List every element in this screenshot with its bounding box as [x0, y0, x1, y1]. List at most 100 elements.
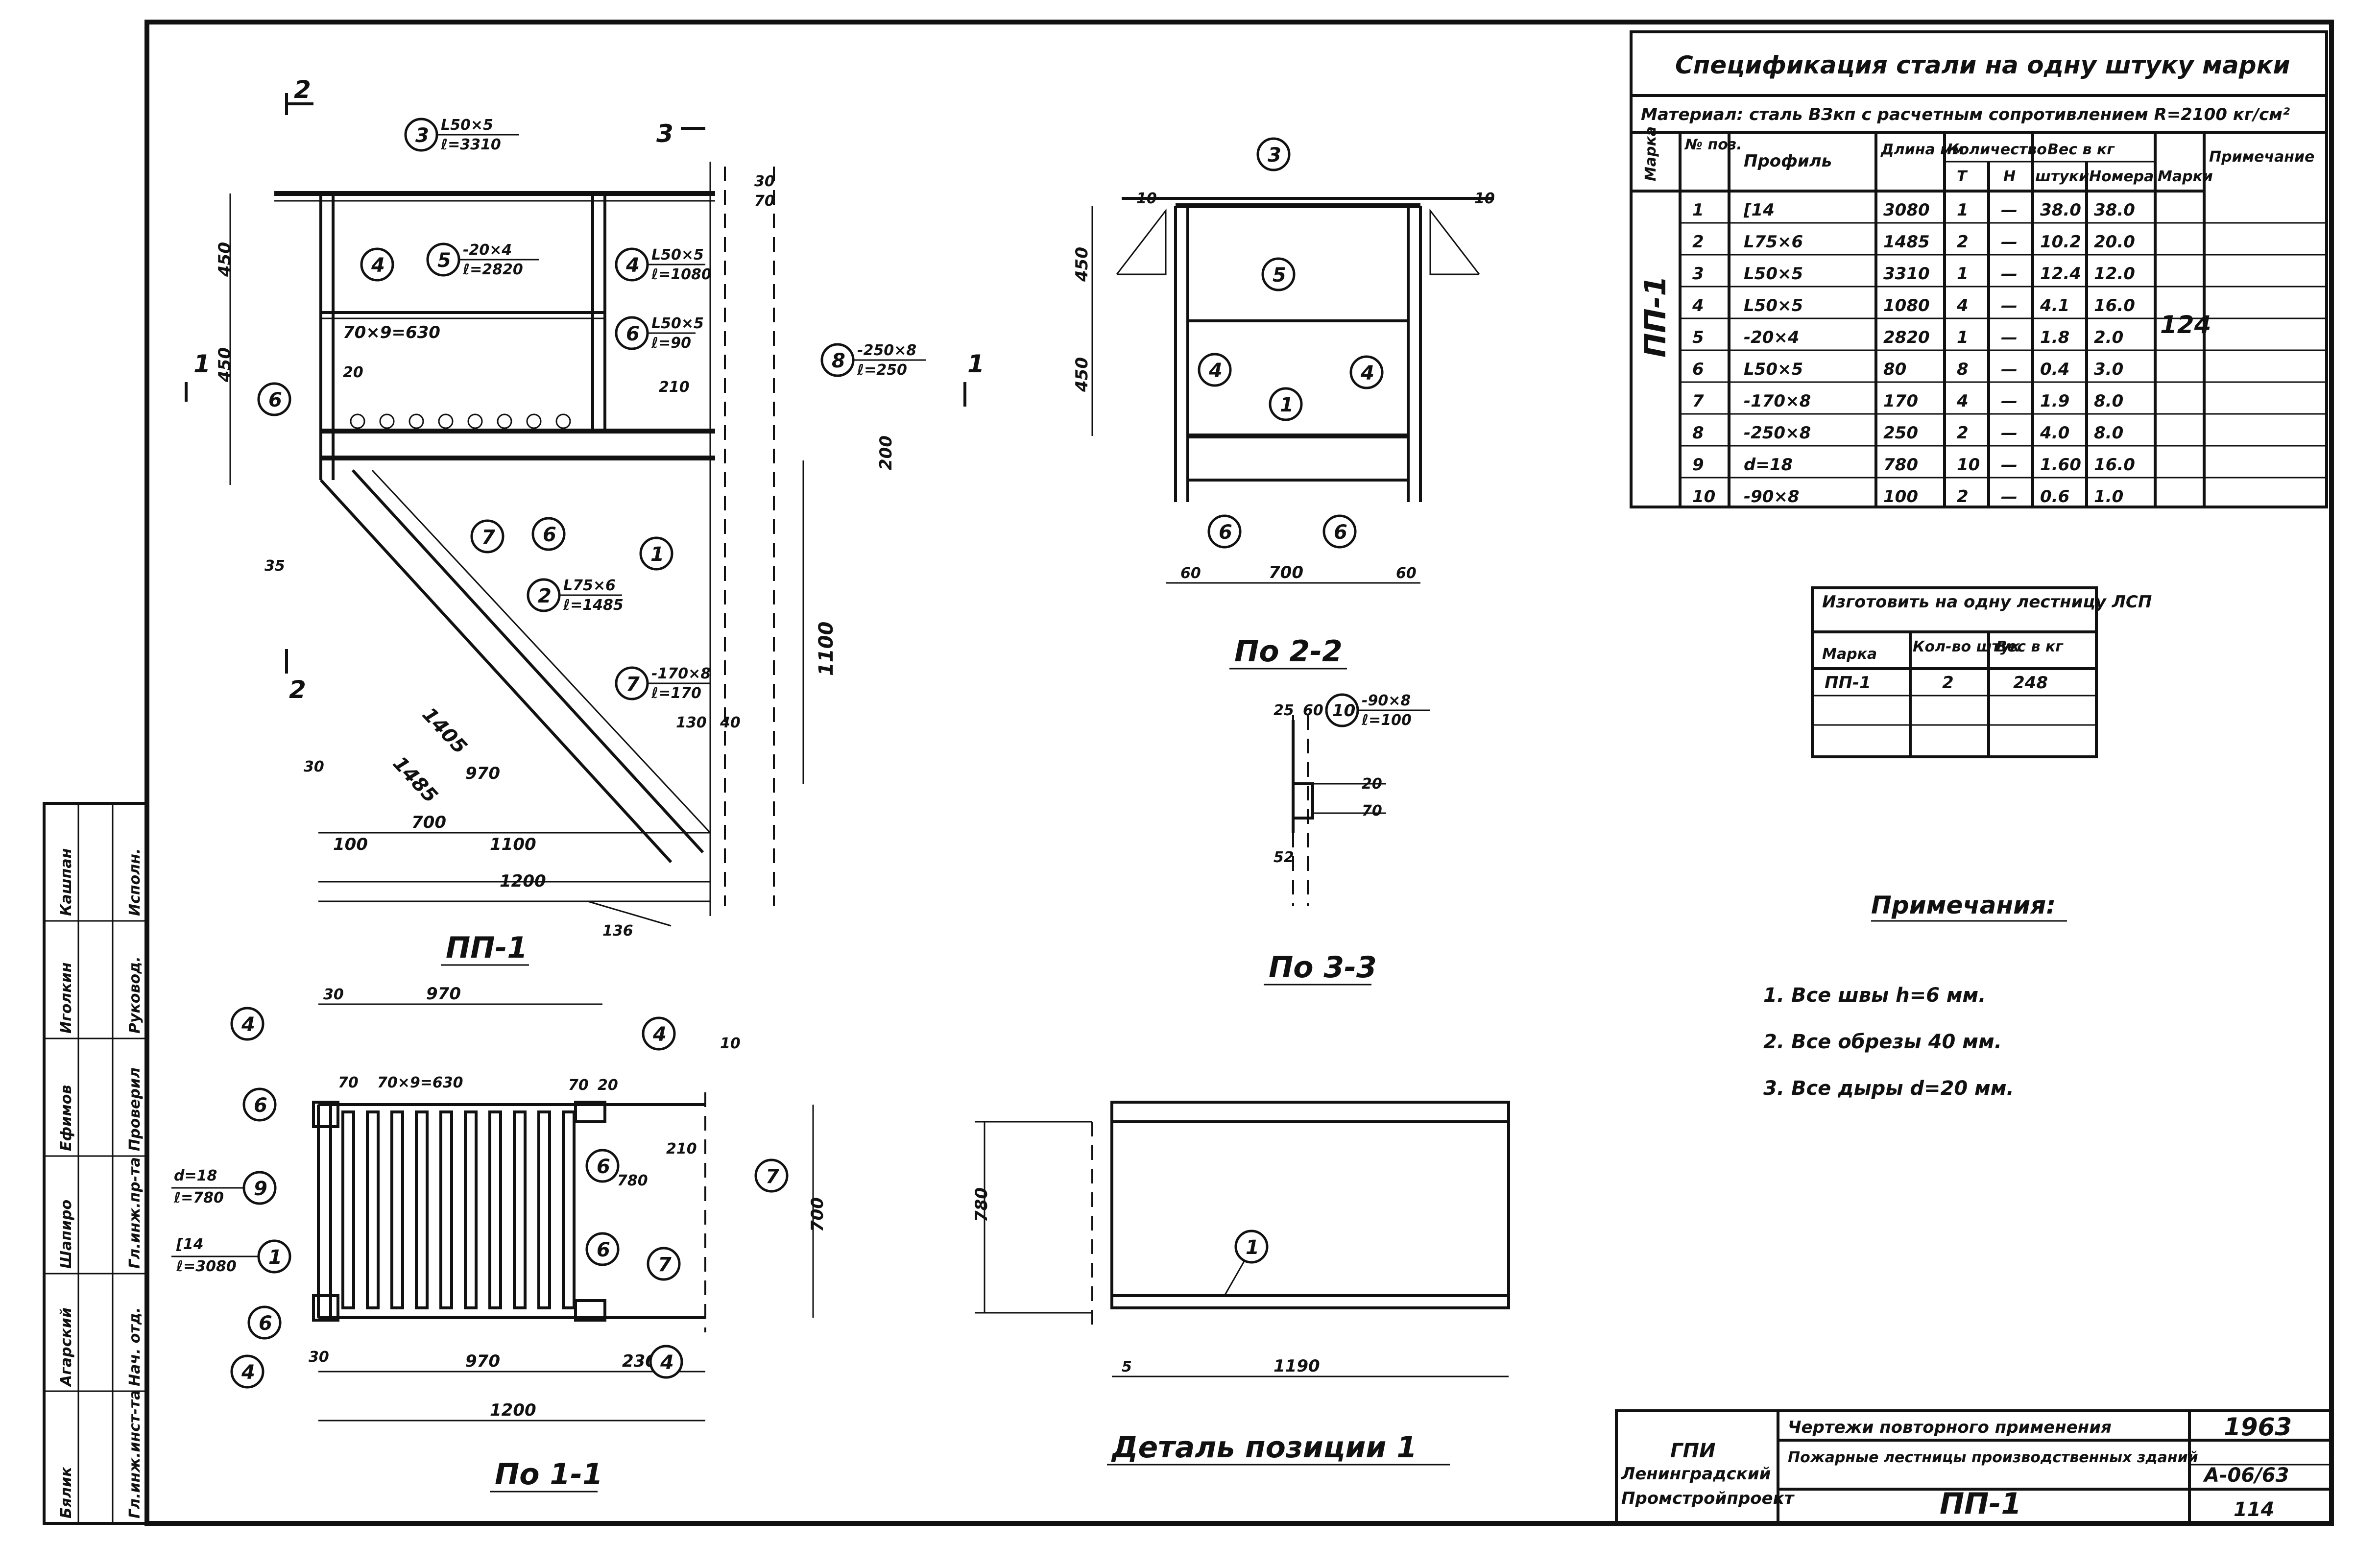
dim-det-1190: 1190 [1274, 1356, 1320, 1376]
view-section-1-1: 970 30 70 70×9=630 70 20 10 210 780 700 … [171, 984, 827, 1493]
callout-4-num: 4 [625, 254, 640, 277]
sig-name-3: Шапиро [58, 1200, 75, 1269]
callout-11-6a: 6 [254, 1094, 267, 1117]
spec-cell-t: 2 [1957, 232, 1969, 252]
spec-cell-profile: -20×4 [1744, 328, 1800, 347]
callout-1-main: 1 [650, 543, 664, 566]
spec-cell-w1: 38.0 [2040, 200, 2081, 220]
spec-cell-pos: 1 [1692, 200, 1704, 220]
dim-100: 100 [333, 835, 368, 854]
dim-22-450a: 450 [1072, 247, 1092, 282]
callout-6b-num: 6 [268, 389, 282, 411]
callout-22-6a: 6 [1219, 521, 1232, 544]
signature-stamp: Гл.инж.инст-та Нач. отд. Гл.инж.пр-та Пр… [43, 802, 148, 1525]
callout-2-top: L75×6 [563, 577, 616, 594]
tb-page: 114 [2234, 1498, 2275, 1521]
notes: Примечания: 1. Все швы h=6 мм. 2. Все об… [1763, 891, 2067, 1100]
cut-1-left: 1 [193, 350, 211, 378]
sig-name-2: Агарский [58, 1307, 75, 1387]
callout-7-top: -170×8 [651, 665, 711, 682]
dim-1405: 1405 [418, 703, 472, 758]
spec-cell-w1: 10.2 [2040, 232, 2081, 252]
dim-40: 40 [720, 714, 741, 731]
callout-9-bot: ℓ=780 [173, 1189, 224, 1206]
view-section-3-3: 25 60 20 70 52 10 -90×8 ℓ=100 По 3-3 [1264, 692, 1430, 986]
spec-cell-w2: 20.0 [2094, 232, 2135, 252]
tb-sheet-name: ПП-1 [1940, 1487, 2021, 1521]
frame [144, 20, 2334, 1526]
dim-11-10: 10 [720, 1035, 741, 1052]
sig-name-5: Иголкин [58, 963, 75, 1034]
spec-cell-length: 250 [1883, 423, 1918, 443]
spec-cell-t: 10 [1957, 455, 1980, 475]
callout-22-5: 5 [1273, 264, 1286, 287]
dim-11-210: 210 [666, 1140, 697, 1158]
spec-cell-pos: 7 [1692, 391, 1704, 411]
spec-cell-length: 80 [1883, 360, 1906, 379]
spec-cell-n: — [2001, 296, 2018, 315]
callout-22-3: 3 [1268, 144, 1281, 167]
spec-head-qty: Количество [1947, 141, 2047, 158]
make-weight: 248 [2013, 673, 2048, 693]
spec-cell-pos: 9 [1692, 455, 1704, 475]
spec-head-w-mark: Марки [2158, 168, 2213, 185]
callout-10-bot: ℓ=100 [1361, 712, 1412, 729]
dim-det-780: 780 [972, 1187, 991, 1222]
notes-title: Примечания: [1871, 891, 2056, 919]
callout-9-top: d=18 [174, 1167, 217, 1184]
dim-33-70: 70 [1362, 802, 1382, 820]
callout-3-top: L50×5 [441, 117, 493, 134]
dim-1200: 1200 [500, 871, 546, 891]
spec-cell-profile: -170×8 [1744, 391, 1811, 411]
spec-title: Спецификация стали на одну штуку марки [1675, 51, 2290, 79]
sig-role-5: Руковод. [126, 956, 144, 1034]
dim-450-a: 450 [215, 242, 235, 277]
callout-8-top: -250×8 [857, 342, 916, 359]
dim-22-10a: 10 [1136, 190, 1157, 207]
make-col-qty: Кол-во штук [1913, 638, 2020, 655]
note-3: 3. Все дыры d=20 мм. [1763, 1077, 2014, 1100]
spec-cell-n: — [2001, 200, 2018, 220]
make-col-mark: Марка [1822, 646, 1877, 663]
spec-cell-w1: 4.1 [2040, 296, 2069, 315]
dim-11-970b: 970 [465, 1351, 500, 1371]
callout-2-bot: ℓ=1485 [563, 597, 624, 614]
view-title-detail: Деталь позиции 1 [1111, 1430, 1417, 1465]
callout-7-main: 7 [481, 526, 495, 549]
callouts-main: 3 L50×5 ℓ=3310 5 -20×4 ℓ=2820 4 L50×5 ℓ=… [257, 117, 926, 702]
callout-3-bot: ℓ=3310 [440, 136, 501, 153]
dim-20: 20 [343, 364, 363, 381]
make-qty: 2 [1942, 673, 1954, 693]
spec-cell-t: 4 [1956, 296, 1969, 315]
tb-series: Чертежи повторного применения [1788, 1418, 2112, 1437]
spec-cell-length: 1485 [1883, 232, 1930, 252]
view-title-22: По 2-2 [1234, 634, 1343, 669]
tb-desc: Пожарные лестницы производственных здани… [1788, 1449, 2198, 1466]
sig-name-6: Кашпан [58, 848, 75, 916]
spec-cell-n: — [2001, 391, 2018, 411]
callout-6c-num: 6 [543, 524, 556, 546]
spec-cell-profile: L75×6 [1744, 232, 1803, 252]
spec-cell-w2: 8.0 [2094, 423, 2123, 443]
callout-11-7a: 7 [766, 1165, 779, 1188]
spec-cell-w1: 0.4 [2040, 360, 2069, 379]
spec-cell-w2: 12.0 [2094, 264, 2135, 284]
spec-cell-w1: 1.9 [2040, 391, 2069, 411]
dim-30: 30 [304, 758, 324, 775]
spec-cell-n: — [2001, 328, 2018, 347]
callout-5-top: -20×4 [463, 241, 512, 259]
spec-cell-profile: -250×8 [1744, 423, 1811, 443]
make-table: Изготовить на одну лестницу ЛСП Марка Ко… [1811, 586, 2152, 758]
dim-1100-h: 1100 [490, 835, 536, 854]
dim-30-top: 30 [754, 173, 775, 190]
spec-cell-t: 2 [1957, 487, 1969, 507]
spec-cell-t: 1 [1957, 328, 1969, 347]
spec-cell-w2: 1.0 [2094, 487, 2123, 507]
spec-cell-t: 1 [1957, 200, 1969, 220]
spec-cell-n: — [2001, 455, 2018, 475]
callout-11-4c: 4 [241, 1361, 255, 1384]
callout-7-bot: ℓ=170 [651, 685, 701, 702]
spec-cell-profile: d=18 [1744, 455, 1793, 475]
